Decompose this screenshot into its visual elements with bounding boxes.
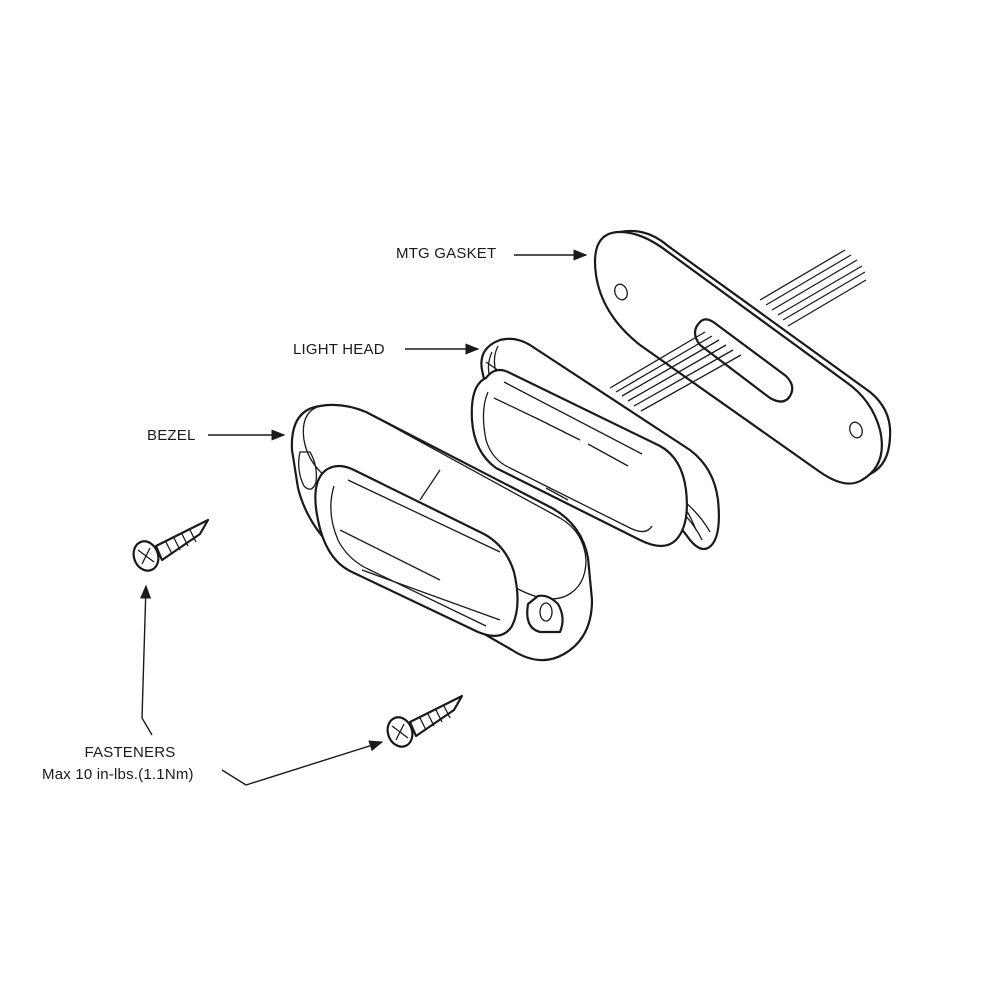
- screw-upper: [132, 518, 210, 572]
- bezel-label: BEZEL: [147, 427, 196, 444]
- torque-spec-label: Max 10 in-lbs.(1.1Nm): [42, 766, 194, 783]
- fastener-lower-leader: [221, 740, 384, 786]
- screw-lower: [386, 694, 464, 748]
- mtg-gasket-label: MTG GASKET: [396, 245, 497, 262]
- bezel: [290, 403, 594, 662]
- wire-bundle: [759, 249, 867, 327]
- mounting-gasket: [594, 229, 892, 485]
- wire-lead: [609, 331, 742, 412]
- light-head-label: LIGHT HEAD: [293, 341, 385, 358]
- light-head: [470, 337, 720, 551]
- fasteners-label: FASTENERS: [84, 744, 176, 761]
- fastener-upper-leader: [140, 584, 153, 736]
